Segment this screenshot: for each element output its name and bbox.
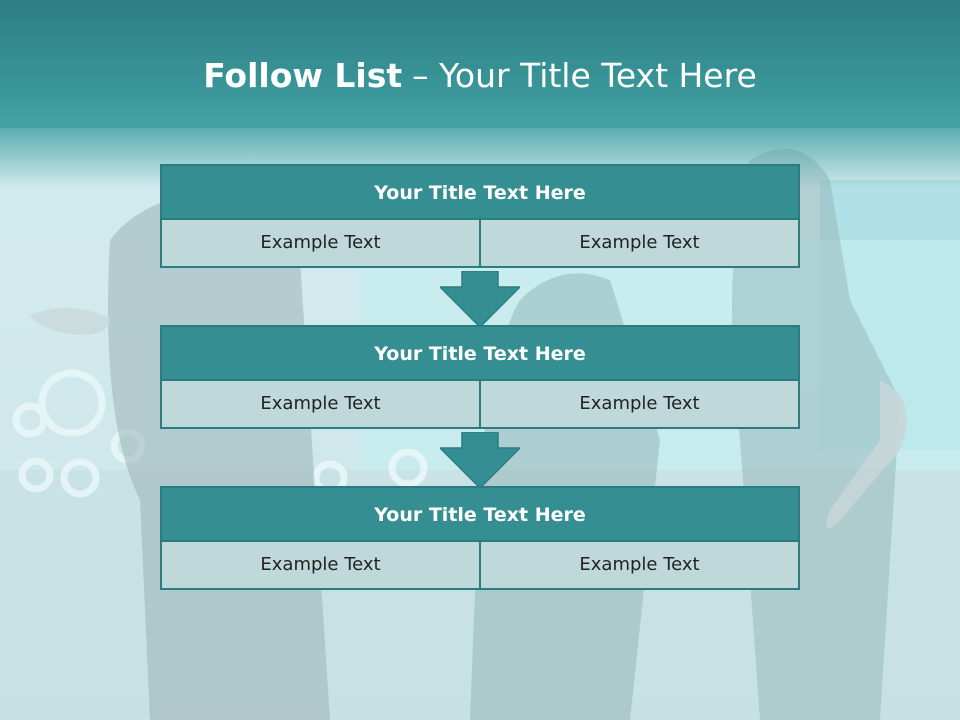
arrow-down-icon (440, 432, 520, 488)
block-row: Example Text Example Text (160, 381, 800, 429)
block-row: Example Text Example Text (160, 220, 800, 268)
block-cell-right: Example Text (481, 381, 800, 429)
list-block-1: Your Title Text Here Example Text Exampl… (160, 164, 800, 268)
block-cell-right: Example Text (481, 542, 800, 590)
block-row: Example Text Example Text (160, 542, 800, 590)
block-cell-left: Example Text (160, 542, 481, 590)
block-title: Your Title Text Here (160, 486, 800, 542)
slide-title-rest: – Your Title Text Here (412, 56, 757, 95)
title-bar (0, 0, 960, 128)
block-cell-left: Example Text (160, 381, 481, 429)
block-title: Your Title Text Here (160, 325, 800, 381)
block-cell-left: Example Text (160, 220, 481, 268)
list-block-2: Your Title Text Here Example Text Exampl… (160, 325, 800, 429)
slide-title: Follow List– Your Title Text Here (0, 54, 960, 98)
list-block-3: Your Title Text Here Example Text Exampl… (160, 486, 800, 590)
slide-title-bold: Follow List (203, 56, 403, 95)
block-cell-right: Example Text (481, 220, 800, 268)
arrow-down-icon (440, 271, 520, 327)
block-title: Your Title Text Here (160, 164, 800, 220)
